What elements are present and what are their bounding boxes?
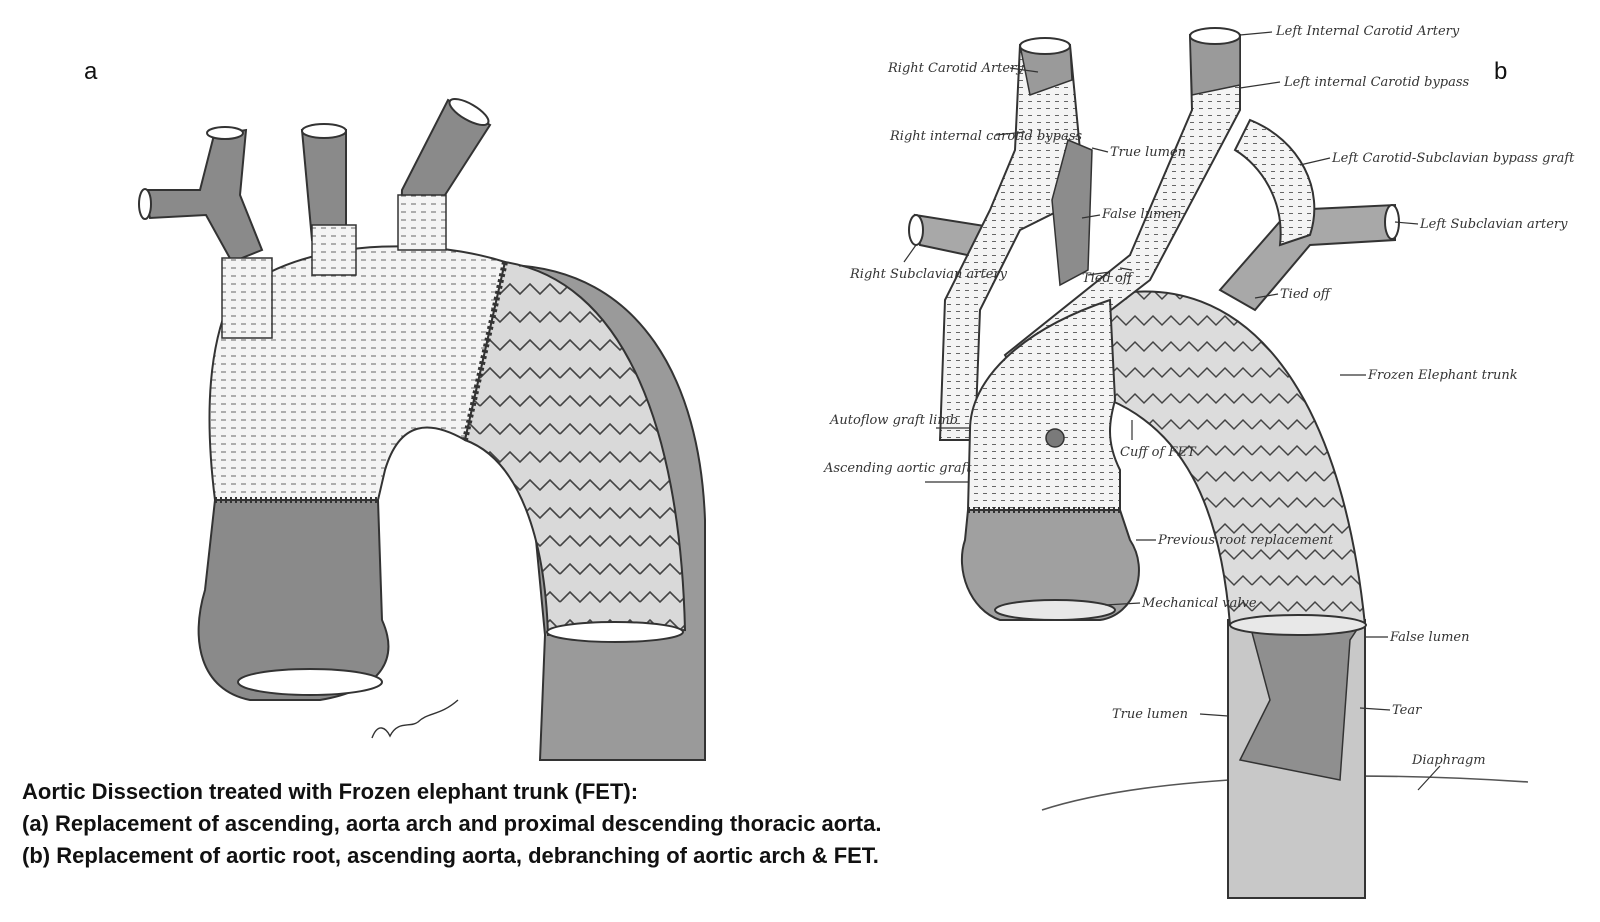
label-true-lumen-top: True lumen xyxy=(1110,145,1186,160)
label-false-lumen-top: False lumen xyxy=(1101,207,1181,222)
panel-b-diagram: Left Internal Carotid Artery Right Carot… xyxy=(820,0,1600,917)
left-carotid-branch-vessel xyxy=(300,129,347,242)
label-left-subclavian-artery: Left Subclavian artery xyxy=(1419,217,1568,232)
label-right-internal-carotid-bypass: Right internal carotid bypass xyxy=(889,129,1082,144)
label-diaphragm: Diaphragm xyxy=(1411,753,1486,768)
left-carotid-subclavian-bypass-graft xyxy=(1233,118,1316,247)
aortic-arch-illustration-a xyxy=(138,98,706,761)
label-left-internal-carotid-artery: Left Internal Carotid Artery xyxy=(1275,24,1460,39)
autoflow-graft-stump xyxy=(1045,428,1065,448)
label-cuff-of-fet: Cuff of FET xyxy=(1120,445,1197,460)
aortic-arch-illustration-b: Left Internal Carotid Artery Right Carot… xyxy=(823,24,1575,899)
panel-a-diagram xyxy=(0,0,780,780)
false-lumen-top xyxy=(1051,138,1093,287)
label-mechanical-valve: Mechanical valve xyxy=(1141,596,1257,611)
frozen-elephant-trunk-stent xyxy=(1109,290,1367,626)
right-internal-carotid-bypass xyxy=(938,44,1082,441)
label-tied-off-2: Tied off xyxy=(1280,287,1333,302)
label-tear: Tear xyxy=(1392,703,1422,718)
panel-label-b: b xyxy=(1494,58,1508,85)
artist-signature xyxy=(371,699,459,739)
label-left-carotid-subclavian-bypass-graft: Left Carotid-Subclavian bypass graft xyxy=(1331,151,1575,166)
previous-root-replacement xyxy=(960,509,1140,621)
brachiocephalic-branch-vessel xyxy=(142,128,264,264)
label-frozen-elephant-trunk: Frozen Elephant trunk xyxy=(1367,368,1518,383)
label-right-subclavian-artery: Right Subclavian artery xyxy=(849,267,1008,282)
label-left-internal-carotid-bypass: Left internal Carotid bypass xyxy=(1283,75,1470,90)
label-previous-root-replacement: Previous root replacement xyxy=(1157,533,1334,548)
caption-line-2: (a) Replacement of ascending, aorta arch… xyxy=(22,811,882,836)
caption-line-1: Aortic Dissection treated with Frozen el… xyxy=(22,779,639,804)
caption-line-3: (b) Replacement of aortic root, ascendin… xyxy=(22,843,879,868)
figure-caption: Aortic Dissection treated with Frozen el… xyxy=(22,776,1122,872)
label-ascending-aortic-graft: Ascending aortic graft xyxy=(823,461,972,476)
frozen-elephant-trunk-stent xyxy=(463,260,687,637)
label-right-carotid-artery: Right Carotid Artery xyxy=(887,61,1024,76)
label-autoflow-graft-limb: Autoflow graft limb xyxy=(829,413,958,428)
label-false-lumen-bottom: False lumen xyxy=(1389,630,1469,645)
ascending-aortic-graft xyxy=(966,298,1121,511)
label-tied-off-1: Tied off xyxy=(1082,271,1135,286)
aortic-root xyxy=(197,499,390,701)
label-true-lumen-bottom: True lumen xyxy=(1112,707,1188,722)
panel-label-a: a xyxy=(84,58,98,85)
